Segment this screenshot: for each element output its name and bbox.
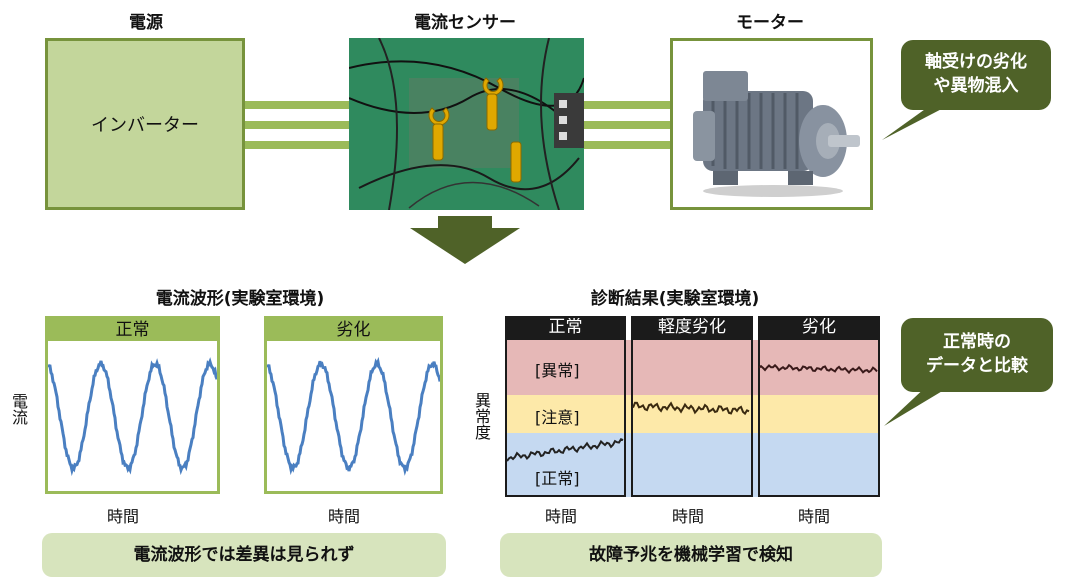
cable-line: [583, 101, 671, 109]
diagnosis-column: [758, 316, 880, 497]
zone-normal: [505, 433, 880, 497]
diagnosis-caption: 故障予兆を機械学習で検知: [500, 533, 882, 577]
callout-top-line1: 軸受けの劣化: [925, 52, 1027, 72]
down-arrow-icon: [410, 216, 520, 264]
waveform-time-label: 時間: [328, 507, 361, 526]
zone-caution: [505, 395, 880, 433]
zone-label-abnormal: [異常]: [535, 361, 580, 380]
anomaly-trace: [506, 363, 878, 462]
motor-box: [670, 38, 873, 210]
diagnosis-time-label: 時間: [545, 507, 578, 526]
diagnosis-column-header: 正常: [505, 316, 626, 340]
cable-line: [583, 121, 671, 129]
cable-line: [245, 101, 349, 109]
diagnosis-title: 診断結果(実験室環境): [590, 289, 760, 309]
diagnosis-column: [505, 316, 626, 497]
current-sensor-photo: [348, 37, 585, 211]
sensor-title: 電流センサー: [414, 13, 516, 33]
waveform-panel-label: 劣化: [267, 319, 440, 341]
diagnosis-column-header: 軽度劣化: [631, 316, 753, 340]
diagnosis-time-label: 時間: [798, 507, 831, 526]
zone-label-caution: [注意]: [535, 408, 580, 427]
waveform-title: 電流波形(実験室環境): [155, 289, 325, 309]
waveform-signal: [267, 356, 440, 476]
waveform-y-label: 電流: [9, 393, 28, 425]
diagnosis-time-label: 時間: [672, 507, 705, 526]
waveform-signal: [48, 357, 217, 477]
motor-title: モーター: [736, 13, 804, 33]
callout-bottom-line1: 正常時の: [943, 332, 1011, 352]
waveform-time-label: 時間: [107, 507, 140, 526]
waveform-panel-label: 正常: [48, 319, 217, 341]
waveform-panel-normal: 正常: [45, 316, 220, 494]
callout-bottom: 正常時の データと比較: [884, 318, 1070, 428]
cable-line: [245, 121, 349, 129]
diagnosis-column-header: 劣化: [758, 316, 880, 340]
diagnosis-column: [631, 316, 753, 497]
waveform-caption: 電流波形では差異は見られず: [42, 533, 446, 577]
motor-image: [693, 71, 860, 197]
inverter-label: インバーター: [91, 115, 199, 136]
inverter-box: インバーター: [45, 38, 245, 210]
zone-label-normal: [正常]: [535, 469, 580, 488]
power-title: 電源: [129, 13, 163, 33]
cable-line: [583, 141, 671, 149]
cable-line: [245, 141, 349, 149]
waveform-panel-degraded: 劣化: [264, 316, 443, 494]
callout-bottom-line2: データと比較: [926, 356, 1028, 376]
callout-top: 軸受けの劣化 や異物混入: [880, 40, 1070, 140]
callout-top-line2: や異物混入: [933, 76, 1019, 96]
diagnosis-y-label: 異常度: [472, 392, 491, 440]
